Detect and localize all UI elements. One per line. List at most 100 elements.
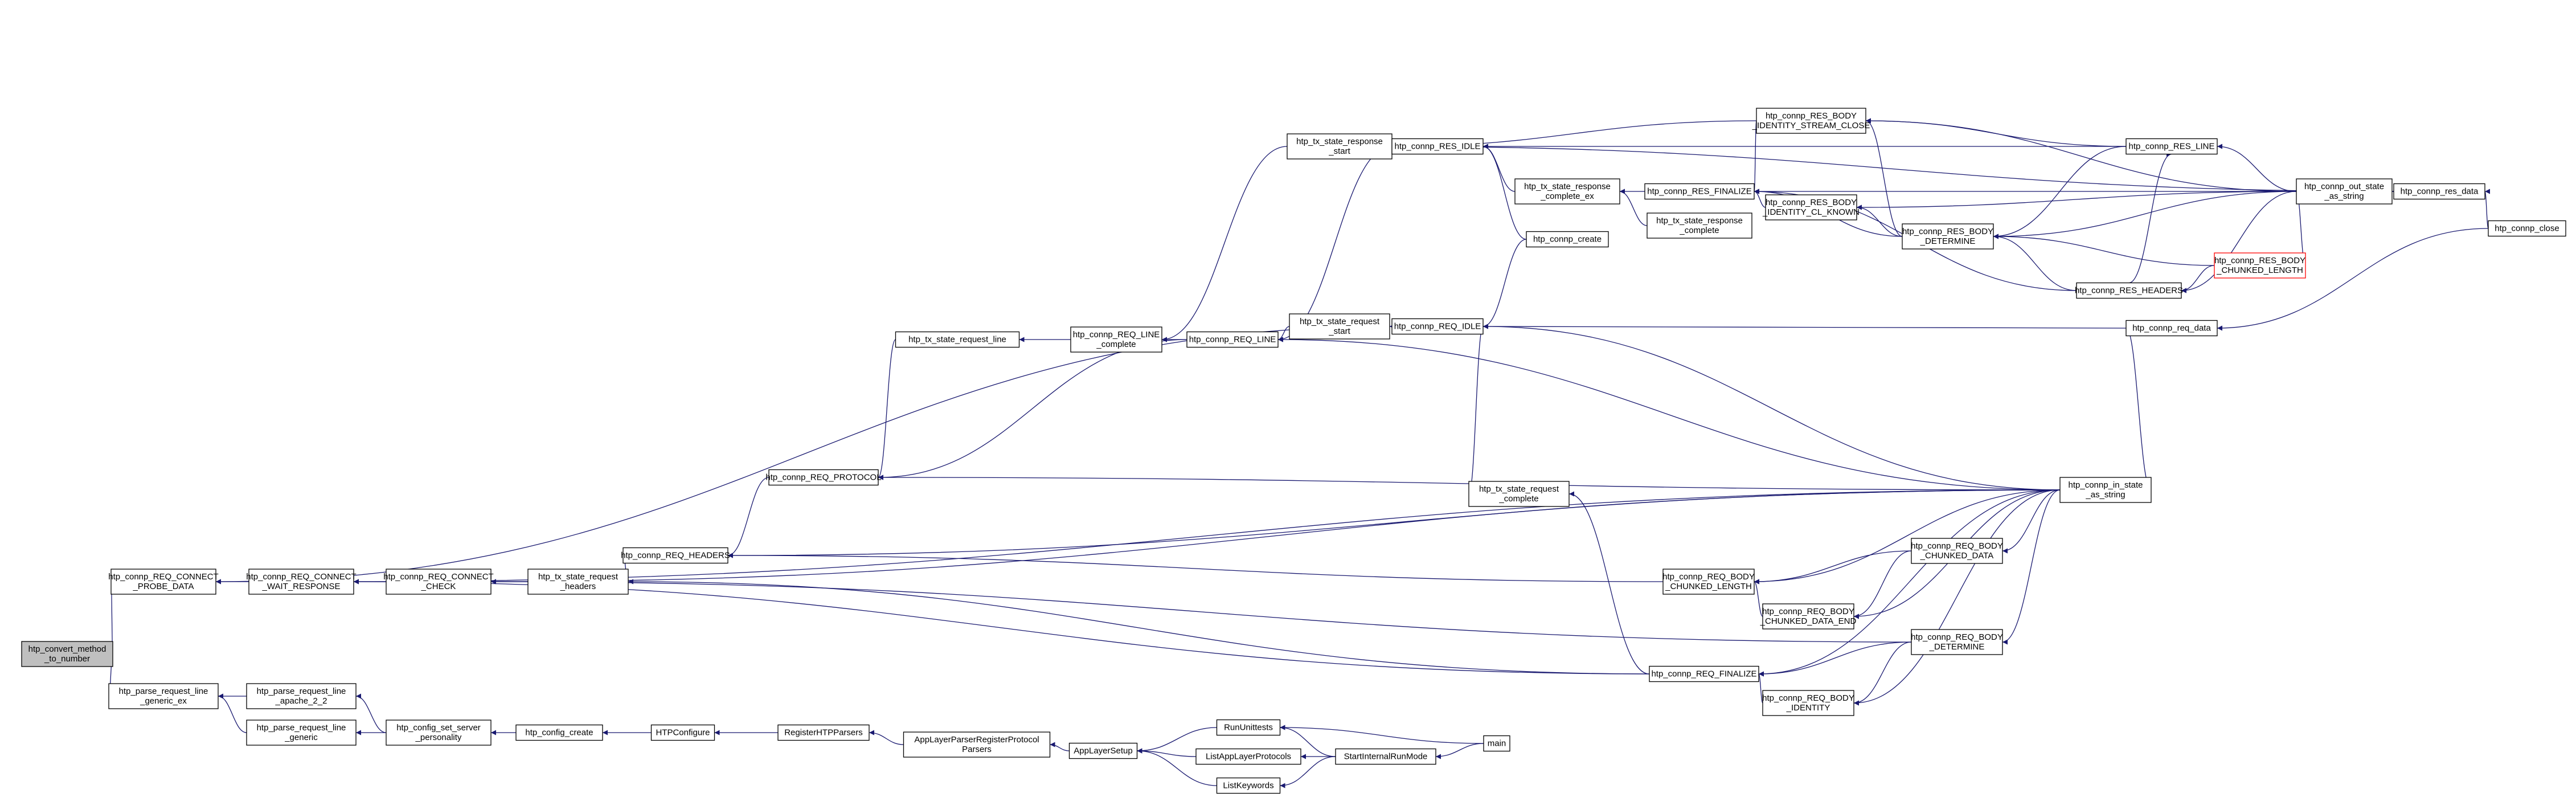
node-label: _personality xyxy=(415,733,462,742)
graph-node[interactable]: htp_connp_RES_BODY_IDENTITY_CL_KNOWN xyxy=(1762,194,1860,220)
call-edge xyxy=(1277,337,2061,491)
node-label: _CHECK xyxy=(421,582,456,591)
node-box xyxy=(1662,569,1755,595)
graph-node[interactable]: htp_tx_state_response_complete_ex xyxy=(1514,178,1620,205)
node-box xyxy=(1902,223,1994,250)
graph-node[interactable]: htp_connp_RES_FINALIZE xyxy=(1644,183,1755,200)
call-edge xyxy=(1993,191,2297,239)
call-edge xyxy=(2128,152,2172,284)
graph-node[interactable]: htp_connp_REQ_CONNECT_CHECK xyxy=(383,569,494,595)
graph-node[interactable]: htp_connp_RES_IDLE xyxy=(1391,138,1484,155)
node-box xyxy=(1526,231,1609,248)
call-edge xyxy=(1137,748,1217,786)
graph-node[interactable]: htp_connp_close xyxy=(2488,220,2566,237)
graph-node[interactable]: htp_connp_REQ_LINE xyxy=(1186,331,1279,348)
graph-node[interactable]: htp_tx_state_response_complete xyxy=(1647,212,1752,239)
node-box xyxy=(1514,178,1620,205)
graph-node[interactable]: htp_connp_REQ_BODY_IDENTITY xyxy=(1762,690,1854,716)
graph-node[interactable]: htp_connp_REQ_BODY_CHUNKED_DATA_END xyxy=(1760,603,1857,630)
node-label: _start xyxy=(1328,146,1350,156)
graph-node[interactable]: main xyxy=(1483,735,1510,752)
node-label: htp_connp_RES_BODY xyxy=(2214,256,2305,265)
graph-node[interactable]: htp_connp_RES_BODY_IDENTITY_STREAM_CLOSE xyxy=(1752,108,1870,134)
graph-node[interactable]: htp_connp_REQ_LINE_complete xyxy=(1070,326,1162,353)
graph-node[interactable]: htp_config_create xyxy=(515,724,603,741)
node-box xyxy=(1765,194,1857,220)
graph-node[interactable]: htp_connp_REQ_CONNECT_WAIT_RESPONSE xyxy=(246,569,357,595)
node-label: RunUnittests xyxy=(1224,723,1273,733)
node-label: htp_tx_state_response xyxy=(1656,216,1743,226)
graph-node[interactable]: htp_tx_state_request_start xyxy=(1289,313,1390,340)
graph-node[interactable]: htp_connp_RES_LINE xyxy=(2125,138,2218,155)
node-box xyxy=(1911,538,2003,564)
graph-node[interactable]: htp_tx_state_request_line xyxy=(895,331,1020,348)
graph-node[interactable]: htp_tx_state_response_start xyxy=(1287,133,1393,160)
call-edge xyxy=(1754,489,2061,585)
graph-node[interactable]: HTPConfigure xyxy=(650,724,715,741)
call-edge xyxy=(1758,641,1912,677)
call-edge xyxy=(628,579,1650,675)
node-box xyxy=(2076,282,2182,299)
node-label: _start xyxy=(1328,326,1350,336)
node-label: htp_parse_request_line xyxy=(119,686,208,696)
graph-node[interactable]: htp_connp_REQ_HEADERS xyxy=(621,547,730,564)
call-edge xyxy=(1754,550,1912,585)
node-box xyxy=(1483,735,1510,752)
graph-node[interactable]: htp_connp_create xyxy=(1526,231,1609,248)
call-edge xyxy=(2125,328,2152,493)
graph-node[interactable]: htp_connp_RES_BODY_DETERMINE xyxy=(1902,223,1994,250)
graph-node[interactable]: htp_connp_REQ_CONNECT_PROBE_DATA xyxy=(108,569,219,595)
graph-node[interactable]: htp_connp_REQ_IDLE xyxy=(1391,318,1484,335)
call-edge xyxy=(1865,118,2297,192)
call-edge xyxy=(1050,742,1070,751)
graph-node[interactable]: htp_tx_state_request_headers xyxy=(527,569,629,595)
call-edge xyxy=(353,489,2061,585)
node-label: htp_connp_REQ_BODY xyxy=(1762,607,1854,616)
graph-node[interactable]: htp_connp_REQ_FINALIZE xyxy=(1649,665,1759,682)
node-label: htp_connp_req_data xyxy=(2132,324,2211,333)
node-box xyxy=(2214,252,2306,279)
graph-node[interactable]: htp_tx_state_request_complete xyxy=(1468,481,1570,507)
graph-node[interactable]: htp_connp_REQ_BODY_CHUNKED_LENGTH xyxy=(1662,569,1755,595)
graph-node[interactable]: htp_parse_request_line_generic_ex xyxy=(108,683,219,709)
node-box xyxy=(1762,690,1854,716)
call-edge xyxy=(1856,191,2297,210)
call-edge xyxy=(1435,743,1484,759)
node-label: htp_connp_REQ_PROTOCOL xyxy=(765,473,881,483)
graph-node[interactable]: ListAppLayerProtocols xyxy=(1195,748,1301,765)
graph-node[interactable]: htp_connp_res_data xyxy=(2393,183,2485,200)
node-box xyxy=(1649,665,1759,682)
graph-node[interactable]: AppLayerSetup xyxy=(1068,742,1138,759)
graph-node[interactable]: htp_connp_in_state_as_string xyxy=(2059,477,2152,503)
node-label: htp_config_create xyxy=(525,728,593,738)
node-box xyxy=(1762,603,1854,630)
node-box xyxy=(1186,331,1279,348)
graph-node[interactable]: htp_connp_RES_HEADERS xyxy=(2075,282,2183,299)
node-box xyxy=(386,720,492,746)
graph-node[interactable]: htp_connp_req_data xyxy=(2125,320,2218,337)
graph-node[interactable]: ListKeywords xyxy=(1216,777,1281,794)
graph-node[interactable]: htp_connp_REQ_BODY_DETERMINE xyxy=(1911,629,2003,655)
graph-node[interactable]: htp_connp_out_state_as_string xyxy=(2296,178,2393,205)
node-box xyxy=(650,724,715,741)
graph-node[interactable]: RegisterHTPParsers xyxy=(777,724,870,741)
node-label: htp_tx_state_request xyxy=(1479,484,1559,494)
graph-node[interactable]: htp_convert_method_to_number xyxy=(21,641,113,667)
node-label: HTPConfigure xyxy=(656,728,710,738)
node-label: htp_connp_REQ_BODY xyxy=(1911,632,2003,642)
call-edge xyxy=(218,693,247,733)
graph-node[interactable]: htp_connp_RES_BODY_CHUNKED_LENGTH xyxy=(2214,252,2306,279)
graph-node[interactable]: htp_parse_request_line_apache_2_2 xyxy=(246,683,357,709)
graph-node[interactable]: StartInternalRunMode xyxy=(1335,748,1436,765)
graph-node[interactable]: htp_parse_request_line_generic xyxy=(246,720,357,746)
graph-node[interactable]: RunUnittests xyxy=(1216,719,1281,736)
node-box xyxy=(527,569,629,595)
node-box xyxy=(2296,178,2393,205)
node-label: htp_connp_REQ_FINALIZE xyxy=(1651,669,1756,679)
graph-node[interactable]: htp_connp_REQ_PROTOCOL xyxy=(765,469,882,486)
node-label: _apache_2_2 xyxy=(275,696,327,706)
graph-node[interactable]: htp_config_set_server_personality xyxy=(386,720,492,746)
graph-node[interactable]: htp_connp_REQ_BODY_CHUNKED_DATA xyxy=(1911,538,2003,564)
